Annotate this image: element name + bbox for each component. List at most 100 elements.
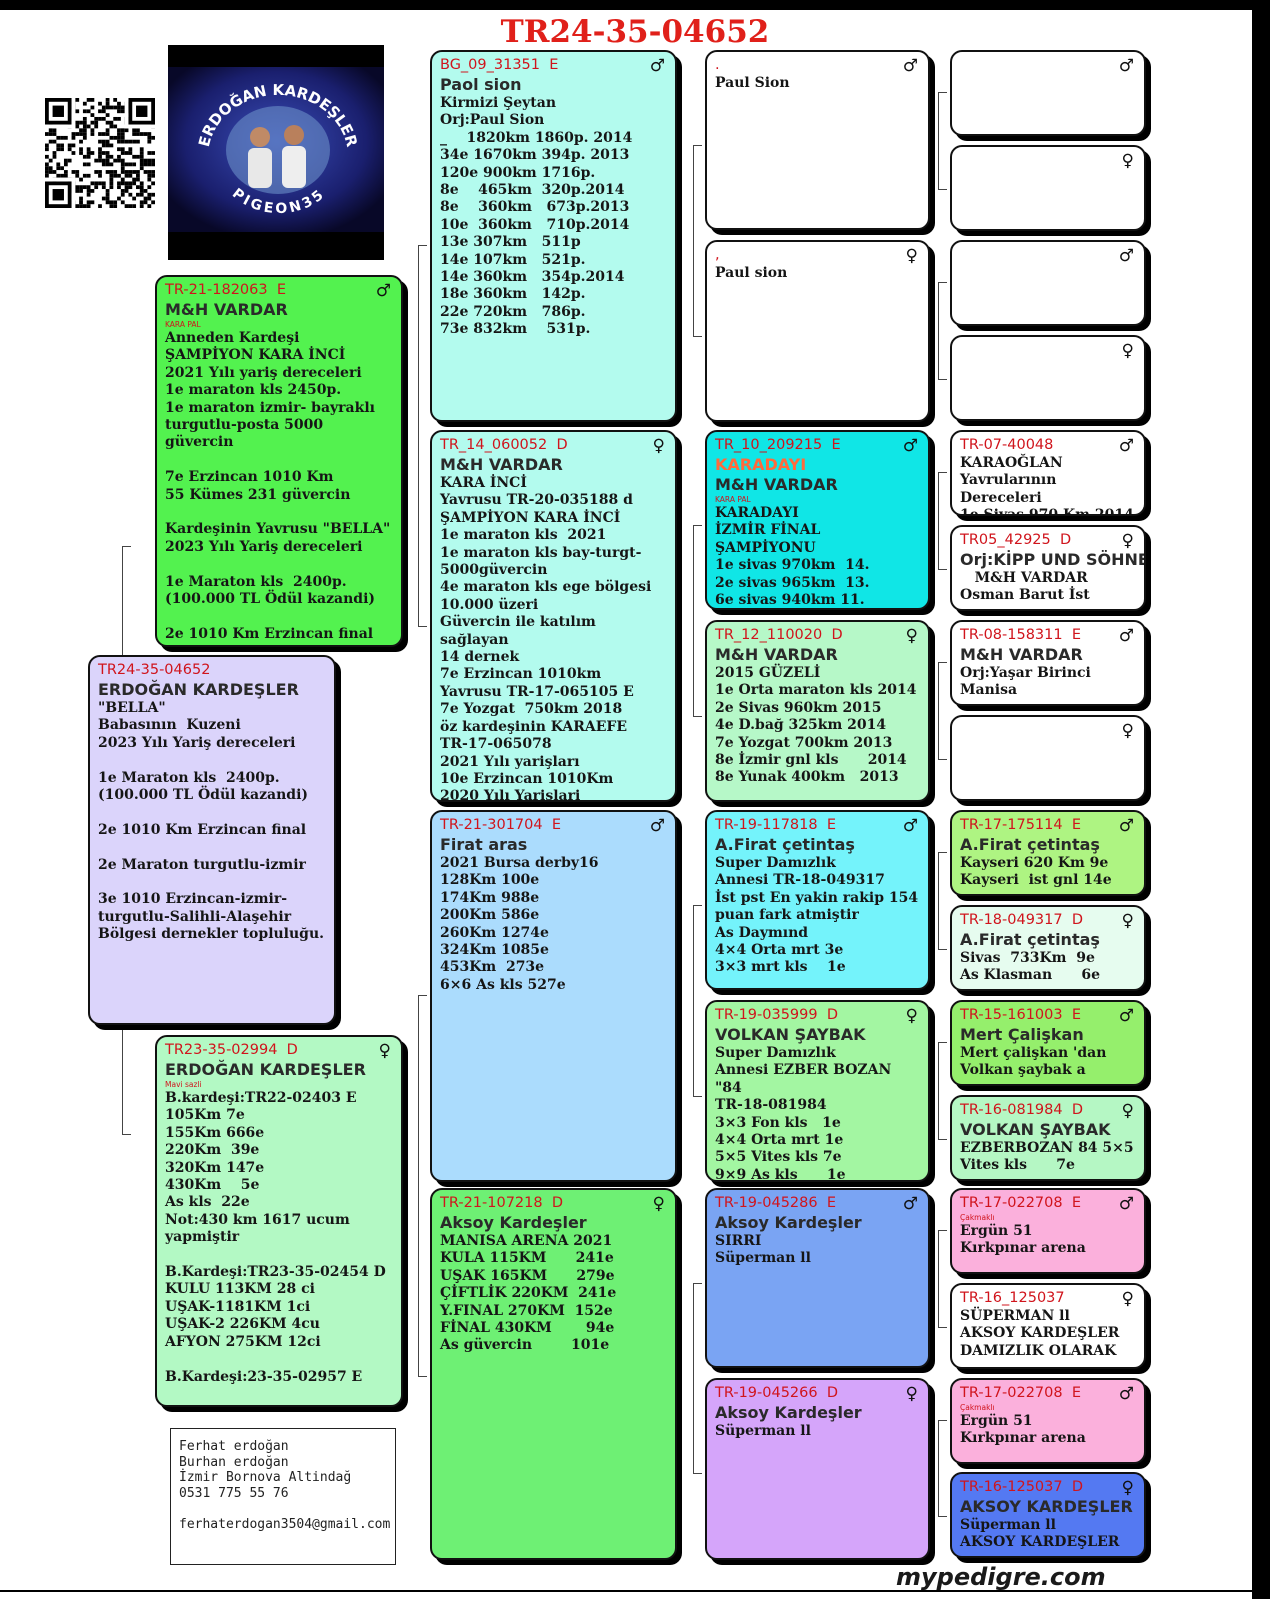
note-line: B.kardeşi:TR22-02403 E (165, 1090, 357, 1106)
breeder-logo: ERDOĞAN KARDEŞLER PIGEON35 (168, 45, 384, 260)
sex-icon: ♂ (1118, 436, 1134, 456)
note-line: AKSOY KARDEŞLER (960, 1325, 1120, 1342)
note-line: İZMİR FİNAL ŞAMPİYONU (715, 522, 826, 556)
contact-line: Ferhat erdoğan (179, 1439, 289, 1454)
sex-icon: ♂ (1118, 246, 1134, 266)
owner-name: M&H VARDAR (960, 645, 1083, 664)
note-line: ŞAMPİYON KARA İNCİ (165, 347, 346, 364)
connector-gen3-6 (938, 1230, 947, 1328)
note-line: 10e 360km 710p.2014 (440, 216, 630, 233)
note-line: 320Km 147e (165, 1159, 265, 1176)
note-line: KARA İNCİ (440, 475, 527, 491)
note-line: KARAOĞLAN (960, 455, 1063, 471)
sex-icon: ♂ (902, 1194, 918, 1214)
note-line: SÜPERMAN ll (960, 1308, 1070, 1324)
pedigree-notes: Paul Sion (715, 75, 920, 92)
qr-code-icon[interactable] (45, 98, 155, 208)
note-line: UŞAK-2 226KM 4cu (165, 1316, 320, 1333)
note-line: EZBERBOZAN 84 5×5 (960, 1140, 1134, 1156)
note-line: 3×3 mrt kls 1e (715, 959, 846, 976)
note-line: "BELLA" (98, 700, 166, 716)
owner-name: M&H VARDAR (165, 300, 288, 319)
note-line: Vites kls 7e (960, 1157, 1075, 1174)
note-line: 4e maraton kls ege bölgesi (440, 579, 652, 596)
sex-icon: ♀ (1121, 1101, 1134, 1121)
owner-name: ERDOĞAN KARDEŞLER (165, 1060, 366, 1079)
note-line: As Klasman 6e (960, 967, 1101, 984)
great-grandparent-card[interactable]: ♀,Paul sion (705, 240, 930, 422)
note-line: Babasının Kuzeni (98, 717, 241, 734)
contact-line: Burhan erdoğan (179, 1454, 289, 1470)
note-line (165, 1351, 393, 1368)
note-line: As kls 22e (165, 1194, 250, 1211)
sex-icon: ♀ (1121, 911, 1134, 931)
g-great-grandparent-card[interactable]: ♀ (950, 335, 1146, 421)
note-line: 1e maraton kls 2450p. (165, 382, 342, 399)
note-line: Yavrusu TR-20-035188 d (440, 492, 633, 509)
note-line: Ergün 51 (960, 1223, 1033, 1239)
color-note: KARA PAL (165, 320, 201, 329)
g-great-grandparent-card[interactable]: ♀ (950, 145, 1146, 231)
pedigree-notes: Paul sion (715, 265, 920, 282)
g-great-grandparent-card[interactable]: ♀ (950, 715, 1146, 801)
note-line: UŞAK-1181KM 1ci (165, 1298, 311, 1315)
owner-name: Orj:KİPP UND SÖHNE (960, 550, 1146, 569)
note-line: Paul Sion (715, 75, 790, 91)
note-line: 6×6 As kls 527e (440, 976, 566, 993)
note-line: 1e sivas 970km 14. (715, 557, 870, 574)
note-line: 55 Kümes 231 güvercin (165, 486, 351, 503)
sex-icon: ♀ (905, 626, 918, 646)
site-brand[interactable]: mypedigre.com (896, 1563, 1106, 1591)
note-line: KULA 115KM 241e (440, 1250, 614, 1267)
note-line: 155Km 666e (165, 1124, 265, 1141)
great-grandparent-card[interactable]: ♂.Paul Sion (705, 50, 930, 230)
note-line: 2021 Bursa derby16 (440, 855, 599, 871)
note-line: B.Kardeşi:23-35-02957 E (165, 1368, 363, 1385)
note-line: 220Km 39e (165, 1142, 260, 1159)
connector-gen2-0 (693, 145, 702, 337)
sex-icon: ♂ (1118, 56, 1134, 76)
owner-name: M&H VARDAR (715, 645, 838, 664)
sex-icon: ♂ (1118, 1384, 1134, 1404)
g-great-grandparent-card[interactable]: ♂ (950, 240, 1146, 326)
note-line: 2e 1010 Km Erzincan final (98, 821, 307, 838)
note-line: Annesi TR-18-049317 (715, 872, 885, 889)
ring-number: TR-19-117818 E (715, 817, 836, 833)
note-line: 4e D.bağ 325km 2014 (715, 717, 887, 734)
sex-icon: ♀ (905, 1384, 918, 1404)
note-line: 128Km 100e (440, 872, 540, 889)
note-line: Y.FINAL 270KM 152e (440, 1302, 613, 1319)
note-line: AKSOY KARDEŞLER (960, 1534, 1120, 1551)
g-great-grandparent-card[interactable]: ♂ (950, 50, 1146, 136)
note-line: Not:430 km 1617 ucum (165, 1211, 350, 1228)
ring-number: TR-19-035999 D (715, 1007, 838, 1023)
ring-number: TR05_42925 D (960, 532, 1072, 548)
